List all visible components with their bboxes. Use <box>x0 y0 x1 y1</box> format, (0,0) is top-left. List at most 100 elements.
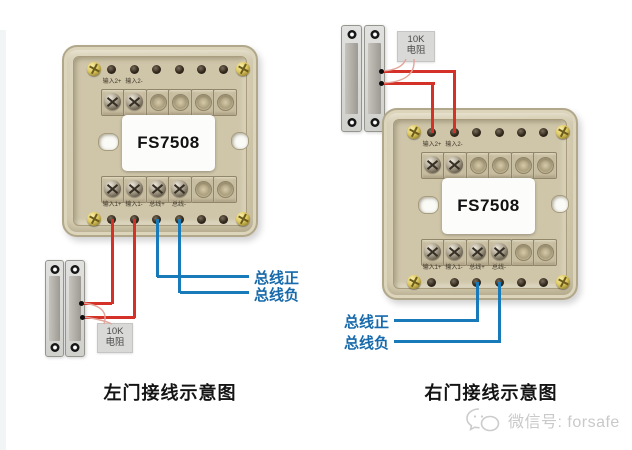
wire-hole <box>517 128 526 137</box>
mounting-screw-icon <box>556 275 570 289</box>
wire-hole <box>539 128 548 137</box>
door-contact-core <box>49 276 60 341</box>
screw-terminal <box>488 239 512 266</box>
right-diagram-caption: 右门接线示意图 <box>424 383 558 403</box>
resistor-word: 电阻 <box>105 337 125 348</box>
terminal-socket-icon <box>537 157 554 174</box>
right-bus-negative-label: 总线负 <box>344 335 390 352</box>
mounting-slot <box>551 195 569 213</box>
contact-junction-dot <box>78 300 84 306</box>
terminal-socket-icon <box>492 157 509 174</box>
wire-hole <box>472 128 481 137</box>
contact-junction-dot <box>378 68 384 74</box>
wire-hole <box>107 65 116 74</box>
model-label-plate: FS7508 <box>442 178 535 234</box>
model-label-plate: FS7508 <box>122 115 215 171</box>
wire-hole <box>130 65 139 74</box>
screw-terminal <box>101 176 125 203</box>
strip-screw-hole-icon <box>370 30 379 39</box>
wire-hole <box>495 128 504 137</box>
terminal-socket-icon <box>217 181 234 198</box>
empty-terminal <box>213 89 237 116</box>
terminal-screw-icon <box>171 180 188 197</box>
terminal-label-bus-minus: 总线- <box>172 202 186 208</box>
empty-terminal <box>533 239 557 266</box>
terminal-screw-icon <box>104 93 121 110</box>
mounting-screw-icon <box>236 212 250 226</box>
terminal-label-bus-plus: 总线+ <box>149 202 165 208</box>
terminal-label-input2-plus: 输入2+ <box>102 79 122 85</box>
terminal-label-input1-plus: 输入1+ <box>102 202 122 208</box>
empty-terminal <box>511 152 535 179</box>
terminal-label-input2-plus: 输入2+ <box>422 142 442 148</box>
left-red-wire-input2-horizontal <box>82 315 135 319</box>
wire-hole <box>450 278 459 287</box>
door-contact-strip <box>45 260 64 357</box>
terminal-screw-icon <box>469 243 486 260</box>
wire-hole <box>175 65 184 74</box>
screw-terminal <box>123 89 147 116</box>
screw-terminal <box>421 152 445 179</box>
terminal-socket-icon <box>150 94 167 111</box>
left-blue-bus-positive-vertical <box>155 219 159 277</box>
empty-terminal <box>191 89 215 116</box>
left-red-wire-input1-vertical <box>110 219 114 304</box>
screw-terminal <box>421 239 445 266</box>
screw-terminal <box>443 152 467 179</box>
terminal-screw-icon <box>491 243 508 260</box>
strip-screw-hole-icon <box>347 30 356 39</box>
terminal-screw-icon <box>424 156 441 173</box>
right-red-wire-input2-horizontal <box>381 69 456 73</box>
page-edge-strip <box>0 30 6 450</box>
left-blue-bus-negative-horizontal <box>180 290 249 294</box>
left-red-wire-input1-horizontal <box>81 301 112 305</box>
strip-screw-hole-icon <box>347 118 356 127</box>
wire-hole <box>197 215 206 224</box>
terminal-screw-icon <box>104 180 121 197</box>
wire-hole <box>197 65 206 74</box>
door-contact-core <box>368 42 381 115</box>
screw-terminal <box>101 89 125 116</box>
empty-terminal <box>213 176 237 203</box>
left-resistor-note: 10K 电阻 <box>97 323 133 353</box>
mounting-screw-icon <box>87 212 101 226</box>
wire-hole <box>152 65 161 74</box>
terminal-label-input2-minus: 输入2- <box>125 79 143 85</box>
terminal-socket-icon <box>195 94 212 111</box>
terminal-screw-icon <box>424 243 441 260</box>
mounting-screw-icon <box>236 62 250 76</box>
terminal-screw-icon <box>126 180 143 197</box>
wire-hole <box>427 278 436 287</box>
terminal-screw-icon <box>126 93 143 110</box>
wire-hole <box>219 215 228 224</box>
strip-screw-hole-icon <box>70 343 80 352</box>
right-resistor-note: 10K 电阻 <box>397 31 435 62</box>
terminal-screw-icon <box>446 156 463 173</box>
fs7508-module-right: 输入2+ 输入2- FS7508 输入1+ 输入1- 总线+ 总线- <box>382 108 578 300</box>
terminal-label-bus-plus: 总线+ <box>469 265 485 271</box>
wire-hole <box>539 278 548 287</box>
terminal-label-input2-minus: 输入2- <box>445 142 463 148</box>
empty-terminal <box>511 239 535 266</box>
strip-screw-hole-icon <box>70 265 80 274</box>
strip-screw-hole-icon <box>50 265 59 274</box>
mounting-screw-icon <box>407 275 421 289</box>
screw-terminal <box>123 176 147 203</box>
empty-terminal <box>191 176 215 203</box>
strip-screw-hole-icon <box>370 118 379 127</box>
screw-terminal <box>146 176 170 203</box>
terminal-label-input1-minus: 输入1- <box>445 265 463 271</box>
wire-hole <box>427 128 436 137</box>
wire-hole <box>219 65 228 74</box>
terminal-socket-icon <box>195 181 212 198</box>
left-red-wire-input2-vertical <box>133 219 136 318</box>
wire-hole <box>450 128 459 137</box>
door-contact-strip <box>65 260 85 357</box>
fs7508-module-left: 输入2+ 输入2- FS7508 输入1+ 输入1- 总线+ 总线- <box>62 45 258 237</box>
terminal-socket-icon <box>470 157 487 174</box>
right-blue-bus-positive-horizontal <box>394 318 478 322</box>
watermark: 微信号: forsafe <box>464 406 620 434</box>
right-red-wire-input1-horizontal <box>381 81 435 85</box>
door-contact-core <box>345 42 358 115</box>
